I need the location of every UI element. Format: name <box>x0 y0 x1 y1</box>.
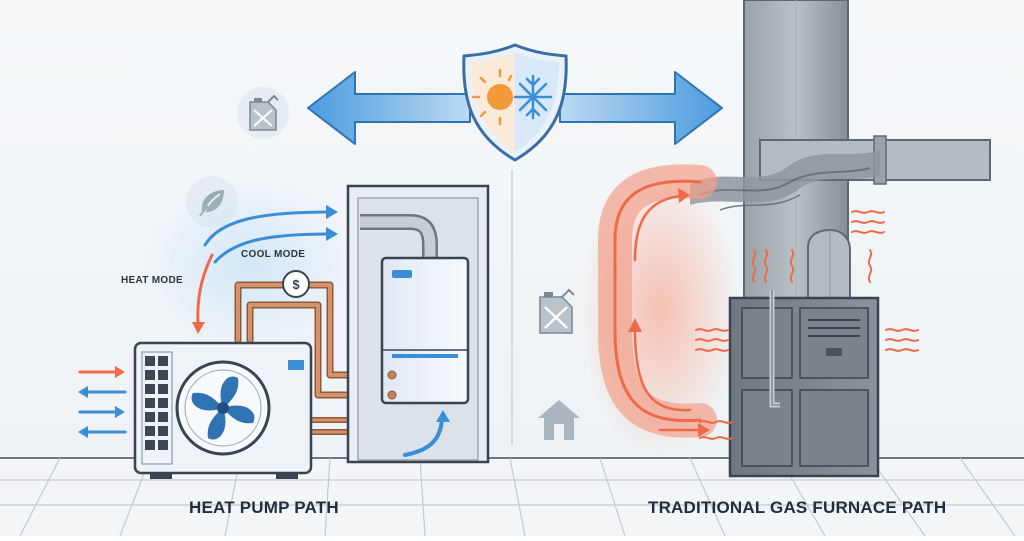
dollar-sign: $ <box>292 277 300 292</box>
gas-can-icon <box>539 288 575 334</box>
indoor-air-handler <box>380 256 470 405</box>
warm-air-loop <box>598 164 717 438</box>
heat-mode-air-flow <box>192 253 214 334</box>
heat-mode-label: HEAT MODE <box>121 275 183 286</box>
gauge-icon: $ <box>282 270 310 298</box>
return-air-arrow <box>403 410 450 457</box>
cool-mode-air-flow <box>203 205 338 264</box>
furnace-vent-pipe <box>807 228 851 300</box>
gas-furnace-path-title: TRADITIONAL GAS FURNACE PATH <box>648 498 947 517</box>
intake-air-arrows <box>78 366 127 438</box>
exhaust-smoke <box>690 150 880 211</box>
gas-furnace-cabinet <box>728 290 880 478</box>
cool-mode-label: COOL MODE <box>241 249 306 260</box>
gas-can-icon <box>237 87 289 139</box>
fan-icon <box>175 360 271 456</box>
house-icon <box>538 400 580 440</box>
heat-wave-icon <box>695 210 919 440</box>
cool-air-glow <box>140 175 360 355</box>
shield-sun-snowflake-icon <box>462 43 568 162</box>
indoor-exhaust-pipe <box>360 214 438 258</box>
heat-pump-path-title: HEAT PUMP PATH <box>189 498 339 517</box>
